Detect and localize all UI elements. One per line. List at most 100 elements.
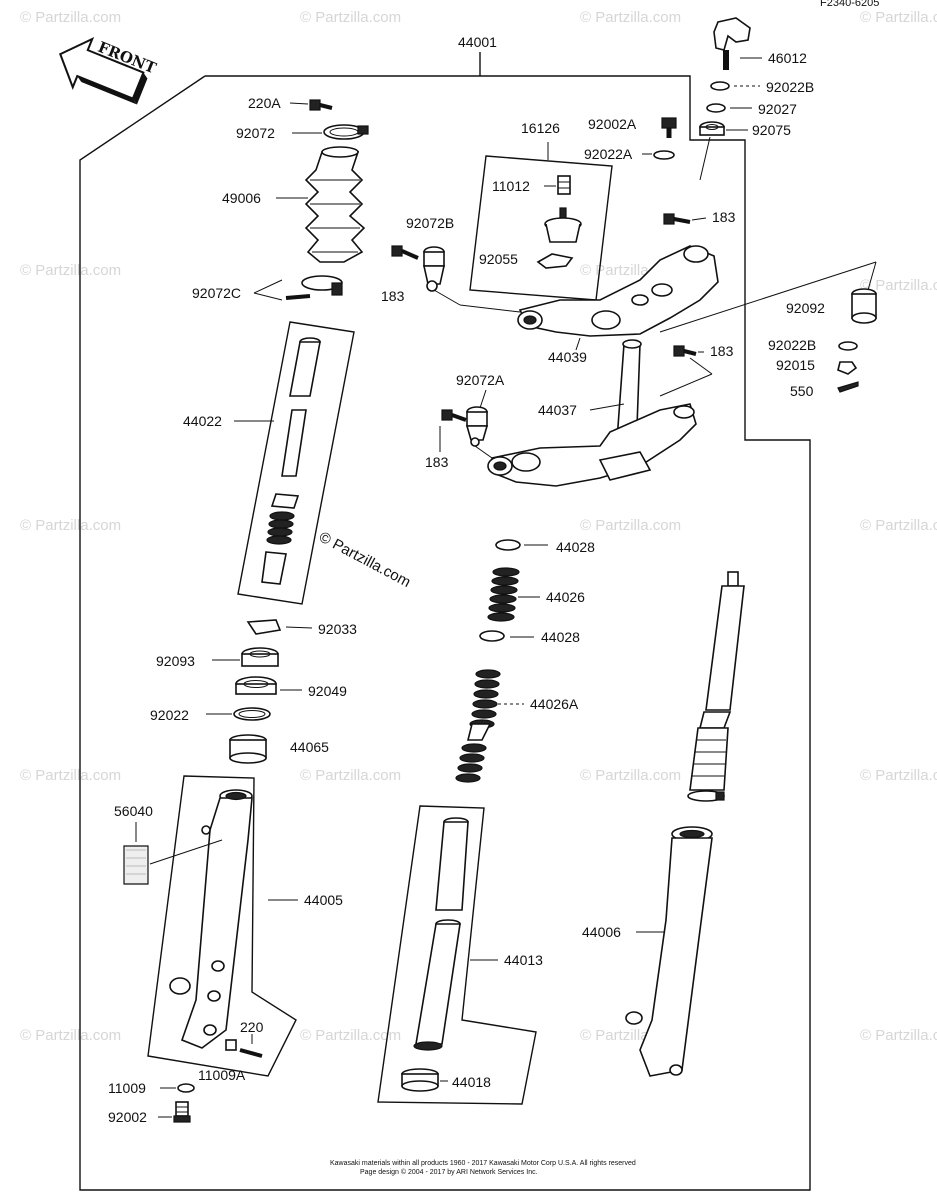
label-92022B-top: 92022B (766, 79, 814, 95)
watermark: © Partzilla.com (300, 9, 401, 26)
label-220: 220 (240, 1019, 264, 1035)
spacer-92075 (699, 121, 725, 136)
label-44028-a: 44028 (556, 539, 595, 555)
watermark: © Partzilla.com (860, 277, 937, 294)
label-11012: 11012 (492, 178, 530, 194)
watermark: © Partzilla.com (20, 262, 121, 279)
label-92015: 92015 (776, 357, 815, 373)
label-44013: 44013 (504, 952, 543, 968)
label-92072A: 92072A (456, 372, 505, 388)
label-92072C: 92072C (192, 285, 241, 301)
label-183-c: 183 (710, 343, 734, 359)
oring-92055 (536, 253, 574, 269)
watermark: © Partzilla.com (860, 9, 937, 26)
label-44037: 44037 (538, 402, 577, 418)
drain-bolt-92002 (173, 1101, 191, 1123)
label-11009A: 11009A (198, 1067, 246, 1083)
bolt-183 (673, 345, 697, 357)
watermark: © Partzilla.com (20, 9, 121, 26)
outer-tube-44005 (169, 789, 253, 1049)
label-44006: 44006 (582, 924, 621, 940)
label-92055: 92055 (479, 251, 518, 267)
fork-assembly-right (625, 571, 745, 1077)
watermark: © Partzilla.com (580, 517, 681, 534)
inner-tube-top (289, 337, 321, 397)
cotter-pin-550 (837, 381, 859, 393)
label-11009: 11009 (108, 1080, 146, 1096)
assembly-outline (79, 75, 811, 1191)
box-44013 (377, 805, 537, 1105)
spring-44026A (455, 669, 501, 783)
copyright-line-2: Page design © 2004 - 2017 by ARI Network… (360, 1168, 538, 1176)
gasket-92033 (246, 619, 282, 635)
label-92022A: 92022A (584, 146, 633, 162)
label-92075: 92075 (752, 122, 791, 138)
label-44022: 44022 (183, 413, 222, 429)
guide-bush-44065 (229, 734, 267, 764)
label-92049: 92049 (308, 683, 347, 699)
label-92022B-b: 92022B (768, 337, 816, 353)
spring-seat-44028-top (495, 539, 521, 551)
decal-56040 (123, 845, 149, 885)
piston-ring (270, 493, 300, 509)
valve-11012 (557, 175, 571, 195)
watermark: © Partzilla.com (20, 517, 121, 534)
stem-bracket-44037 (487, 339, 697, 487)
washer-92027 (706, 103, 726, 113)
nut-92092 (851, 288, 877, 324)
inner-tube-bottom (281, 409, 307, 477)
fork-boot-49006 (304, 146, 366, 263)
gasket-11009 (177, 1083, 195, 1093)
label-183-d: 183 (425, 454, 449, 470)
pinch-bolt-92072A (465, 406, 489, 447)
watermark: © Partzilla.com (20, 767, 121, 784)
watermark: © Partzilla.com (20, 1027, 121, 1044)
watermarks: © Partzilla.com © Partzilla.com © Partzi… (20, 9, 937, 1044)
oil-seal-92049 (235, 676, 277, 695)
dust-seal-92093 (241, 647, 279, 667)
rebound-spring (266, 511, 295, 545)
bolt-183 (663, 213, 691, 225)
box-44005 (147, 775, 297, 1077)
screw-220A (309, 99, 333, 111)
label-183-b: 183 (381, 288, 405, 304)
label-183-a: 183 (712, 209, 736, 225)
label-44065: 44065 (290, 739, 329, 755)
pinch-bolt-92072B (423, 246, 445, 292)
header-code: F2340-6205 (820, 0, 879, 9)
label-49006: 49006 (222, 190, 261, 206)
label-44039: 44039 (548, 349, 587, 365)
watermark: © Partzilla.com (300, 1027, 401, 1044)
label-92002: 92002 (108, 1109, 147, 1125)
label-92092: 92092 (786, 300, 825, 316)
box-44022 (237, 321, 355, 605)
bolt-92002A (661, 117, 677, 138)
spring-seat-44028-bottom (479, 630, 505, 642)
watermark: © Partzilla.com (580, 9, 681, 26)
watermark: © Partzilla.com (860, 1027, 937, 1044)
watermark: © Partzilla.com (300, 767, 401, 784)
center-watermark: © Partzilla.com (316, 529, 413, 591)
label-92027: 92027 (758, 101, 797, 117)
label-92093: 92093 (156, 653, 195, 669)
inner-tube-44013 (413, 817, 469, 1051)
washer-92022A (653, 150, 675, 160)
label-92033: 92033 (318, 621, 357, 637)
label-92072B: 92072B (406, 215, 454, 231)
front-arrow-icon (58, 36, 148, 105)
clamp-92072C (285, 275, 343, 300)
watermark: © Partzilla.com (860, 767, 937, 784)
label-44018: 44018 (452, 1074, 491, 1090)
washer-92022B-b (838, 341, 858, 351)
oil-lock-piece (261, 551, 287, 585)
label-46012: 46012 (768, 50, 807, 66)
label-220A: 220A (248, 95, 281, 111)
circlip-92022 (233, 707, 271, 721)
handlebar-holder-46012 (713, 17, 751, 70)
upper-bracket-44039 (517, 245, 719, 337)
bolt-183 (441, 409, 467, 422)
label-44026A: 44026A (530, 696, 579, 712)
bush-44018 (401, 1068, 439, 1092)
label-92022: 92022 (150, 707, 189, 723)
